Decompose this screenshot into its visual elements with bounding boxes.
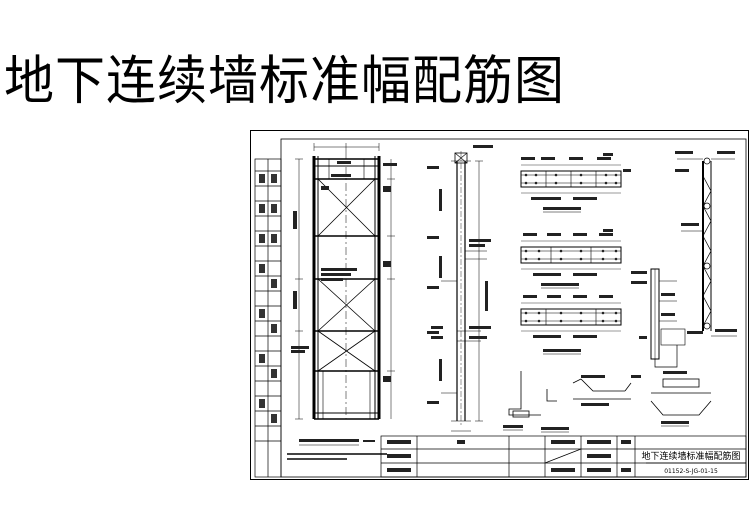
page-title: 地下连续墙标准幅配筋图: [4, 50, 565, 112]
detail-bend: [572, 378, 632, 400]
title-block: [380, 435, 747, 478]
title-block-name: 地下连续墙标准幅配筋图: [641, 450, 740, 462]
elevation-caption: [287, 439, 387, 460]
title-block-number: 01152-S-JG-01-15: [664, 468, 718, 475]
cage-elevation: [295, 143, 395, 420]
revision-strip: [254, 158, 282, 478]
lifting-detail: [677, 157, 737, 337]
elevation-annotations: [291, 161, 397, 382]
plan-section-1: [520, 164, 622, 194]
revision-strip-text: [259, 174, 277, 423]
drawing-sheet: 地下连续墙标准幅配筋图 01152-S-JG-01-15: [250, 130, 749, 480]
plan-section-1-dots: [521, 153, 631, 213]
title-block-cells: [387, 440, 631, 472]
detail-annotations: [503, 375, 641, 433]
plan-section-3: [520, 302, 622, 332]
plan-section-3-dots: [523, 295, 618, 355]
anchor-annotations: [661, 371, 689, 427]
lifting-annotations: [675, 151, 737, 332]
side-section-annotations: [427, 145, 493, 404]
detail-hook: [508, 371, 557, 418]
cad-drawing: 地下连续墙标准幅配筋图 01152-S-JG-01-15: [254, 138, 747, 478]
connection-annotations: [631, 271, 703, 339]
plan-section-2: [520, 240, 622, 270]
connection-detail: [650, 268, 686, 368]
anchor-detail: [650, 378, 712, 416]
side-section: [441, 151, 487, 432]
plan-section-2-dots: [523, 229, 618, 289]
